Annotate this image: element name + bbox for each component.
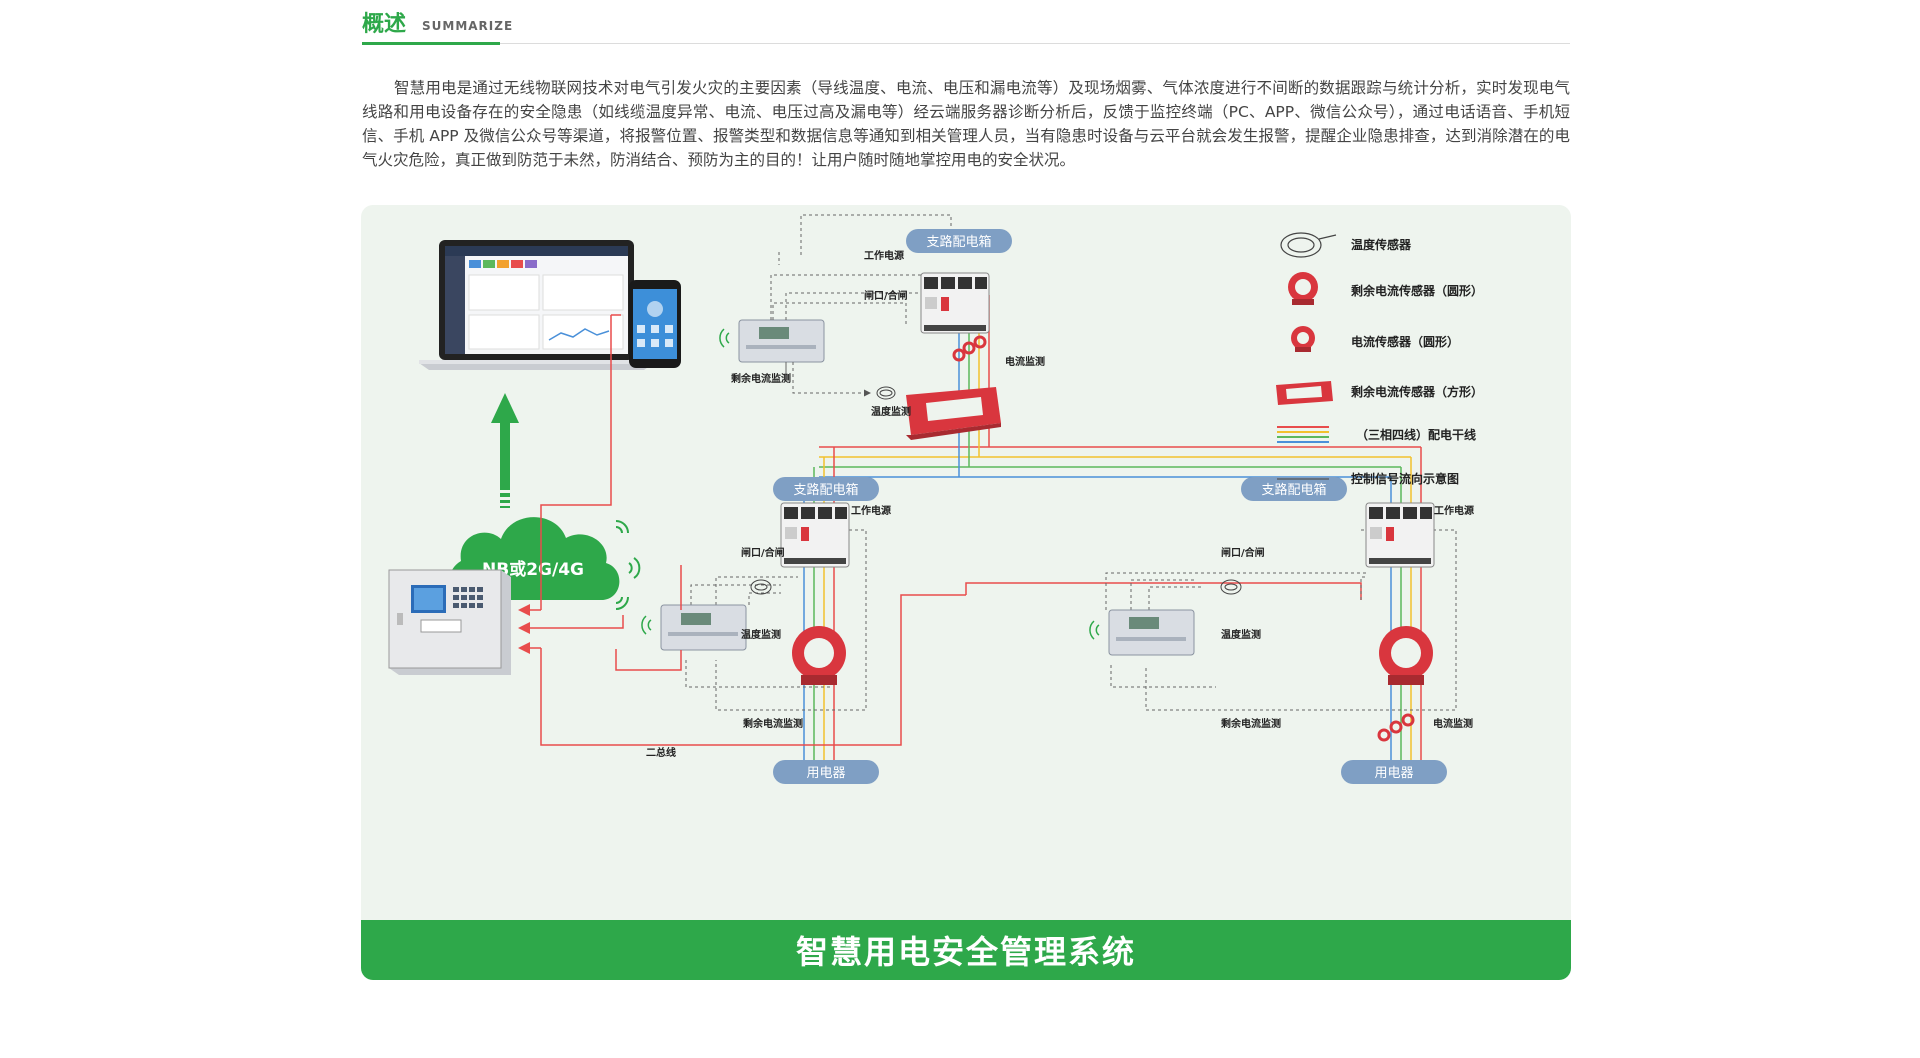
right-breaker-icon xyxy=(1365,502,1435,568)
top-box-badge: 支路配电箱 xyxy=(906,229,1012,253)
right-control-lines xyxy=(1105,529,1457,711)
label-top-residual: 剩余电流监测 xyxy=(731,372,791,385)
wifi-signal-icon xyxy=(1089,620,1100,640)
current-sensor-round-icon xyxy=(952,335,987,362)
label-left-switch: 闸口/合闸 xyxy=(741,546,785,559)
section-divider-accent xyxy=(362,42,500,45)
upload-arrow-icon xyxy=(491,393,519,508)
legend: 温度传感器 剩余电流传感器（圆形） 电流传感器（圆形） 剩余电流传感器（方形） … xyxy=(1276,232,1483,486)
label-bus: 二总线 xyxy=(646,746,676,759)
left-box-badge: 支路配电箱 xyxy=(773,477,879,501)
residual-current-square-icon xyxy=(1276,381,1333,405)
label-top-work-power: 工作电源 xyxy=(864,249,904,262)
label-right-work-power: 工作电源 xyxy=(1434,504,1474,517)
residual-current-round-icon xyxy=(1379,626,1433,685)
right-load-badge: 用电器 xyxy=(1341,760,1447,784)
label-right-switch: 闸口/合闸 xyxy=(1221,546,1265,559)
temp-sensor-icon xyxy=(750,579,772,595)
laptop-icon xyxy=(419,240,654,370)
wifi-signal-icon xyxy=(615,520,641,610)
svg-text:支路配电箱: 支路配电箱 xyxy=(793,482,858,498)
intro-paragraph: 智慧用电是通过无线物联网技术对电气引发火灾的主要因素（导线温度、电流、电压和漏电… xyxy=(362,79,1570,169)
current-sensor-round-icon xyxy=(1291,326,1315,352)
system-diagram: NB或2G/4G xyxy=(361,205,1571,980)
legend-label-4: （三相四线）配电干线 xyxy=(1356,427,1476,442)
diagram-banner: 智慧用电安全管理系统 xyxy=(361,920,1571,980)
left-monitor-device xyxy=(641,604,747,651)
temp-sensor-icon xyxy=(1220,579,1242,595)
banner-title: 智慧用电安全管理系统 xyxy=(795,933,1136,971)
label-top-current: 电流监测 xyxy=(1005,355,1045,368)
wifi-signal-icon xyxy=(641,615,652,635)
diagram-canvas: NB或2G/4G xyxy=(388,214,1483,784)
right-monitor-device xyxy=(1089,609,1195,656)
legend-label-1: 剩余电流传感器（圆形） xyxy=(1351,283,1483,298)
svg-text:用电器: 用电器 xyxy=(806,766,845,781)
legend-label-5: 控制信号流向示意图 xyxy=(1351,471,1459,486)
legend-label-3: 剩余电流传感器（方形） xyxy=(1351,384,1483,399)
top-monitor-device xyxy=(719,319,825,363)
svg-text:支路配电箱: 支路配电箱 xyxy=(926,234,991,250)
label-right-residual: 剩余电流监测 xyxy=(1221,717,1281,730)
left-breaker-icon xyxy=(780,502,850,568)
svg-text:用电器: 用电器 xyxy=(1374,766,1413,781)
residual-current-round-icon xyxy=(1288,272,1318,305)
legend-label-2: 电流传感器（圆形） xyxy=(1351,334,1459,349)
label-left-residual: 剩余电流监测 xyxy=(743,717,803,730)
wifi-signal-icon xyxy=(719,328,730,348)
section-divider xyxy=(362,43,1570,44)
host-controller-icon xyxy=(388,569,511,675)
label-right-temp: 温度监测 xyxy=(1221,628,1261,641)
label-top-switch: 闸口/合闸 xyxy=(864,289,908,302)
svg-text:支路配电箱: 支路配电箱 xyxy=(1261,482,1326,498)
section-title: 概述 xyxy=(362,12,407,37)
label-top-temp: 温度监测 xyxy=(871,405,911,418)
label-left-work-power: 工作电源 xyxy=(851,504,891,517)
right-box-badge: 支路配电箱 xyxy=(1241,477,1347,501)
phone-icon xyxy=(629,280,681,368)
current-sensor-round-icon xyxy=(1377,713,1415,742)
temp-sensor-icon xyxy=(876,386,896,400)
three-phase-line-icon xyxy=(1277,426,1329,443)
residual-current-round-icon xyxy=(792,626,846,685)
section-header: 概述 SUMMARIZE xyxy=(362,6,1570,48)
label-right-current: 电流监测 xyxy=(1433,717,1473,730)
label-left-temp: 温度监测 xyxy=(741,628,781,641)
temp-sensor-icon xyxy=(1280,232,1337,258)
top-breaker-icon xyxy=(920,272,990,334)
residual-current-square-icon xyxy=(906,387,1001,440)
section-subtitle: SUMMARIZE xyxy=(422,19,514,33)
legend-label-0: 温度传感器 xyxy=(1351,237,1412,252)
three-phase-trunk xyxy=(803,295,1422,760)
left-load-badge: 用电器 xyxy=(773,760,879,784)
bus-lines xyxy=(518,314,1362,746)
